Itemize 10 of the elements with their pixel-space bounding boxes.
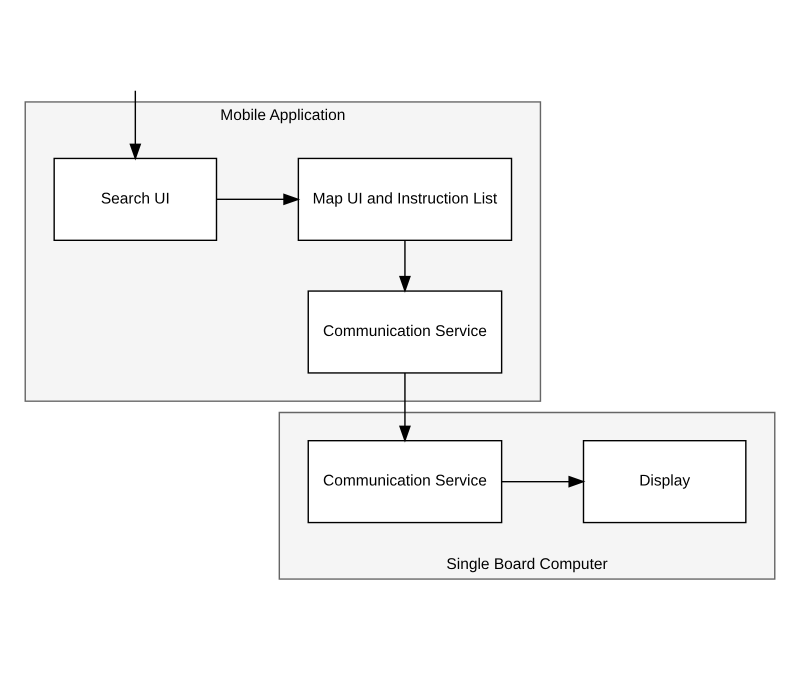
node-box: Map UI and Instruction List <box>298 157 512 240</box>
arrow <box>399 240 411 292</box>
arrow <box>129 90 142 160</box>
node-box: Display <box>582 440 747 523</box>
arrow <box>502 475 586 488</box>
node-box: Communication Service <box>308 440 502 523</box>
arrow <box>399 372 411 442</box>
arrow <box>216 192 300 205</box>
node-box: Communication Service <box>308 290 502 374</box>
node-box: Search UI <box>53 157 218 240</box>
